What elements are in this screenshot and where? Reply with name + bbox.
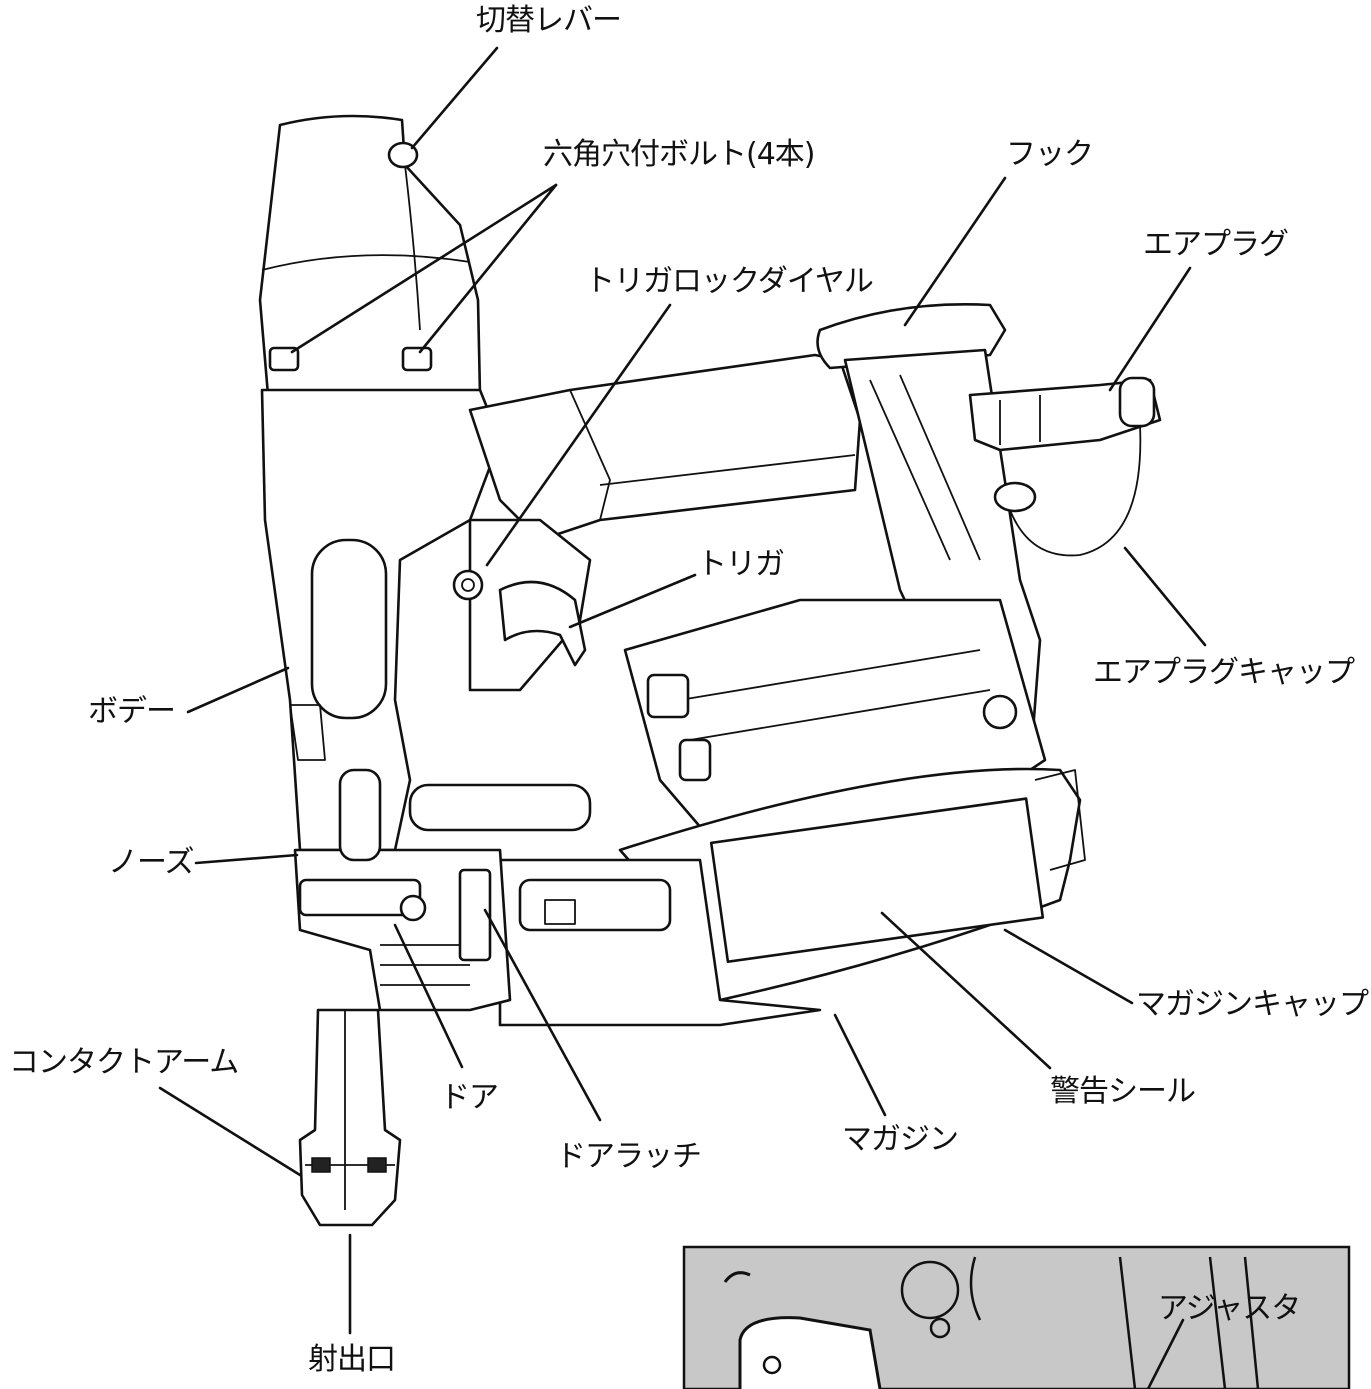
label-warning-seal: 警告シール xyxy=(1050,1074,1196,1109)
label-trigger: トリガ xyxy=(697,547,785,582)
nailer-illustration xyxy=(258,114,1162,1227)
label-hook: フック xyxy=(1006,137,1094,172)
adjuster-inset xyxy=(682,1245,1351,1389)
label-switch-lever: 切替レバー xyxy=(476,3,622,38)
label-air-plug: エアプラグ xyxy=(1143,227,1289,262)
label-door-latch: ドアラッチ xyxy=(556,1139,702,1174)
label-air-plug-cap: エアプラグキャップ xyxy=(1093,655,1355,690)
label-adjuster: アジャスタ xyxy=(1158,1291,1301,1326)
label-body: ボデー xyxy=(88,694,176,729)
label-contact-arm: コンタクトアーム xyxy=(9,1045,239,1080)
label-nose: ノーズ xyxy=(108,845,194,880)
label-ejection-port: 射出口 xyxy=(308,1342,396,1377)
label-door: ドア xyxy=(440,1080,499,1115)
label-magazine-cap: マガジンキャップ xyxy=(1136,987,1369,1022)
label-hex-bolt: 六角穴付ボルト(4本) xyxy=(543,137,815,172)
label-trigger-lock-dial: トリガロックダイヤル xyxy=(585,264,874,299)
leader-lines xyxy=(158,46,1207,1389)
label-magazine: マガジン xyxy=(842,1122,959,1157)
